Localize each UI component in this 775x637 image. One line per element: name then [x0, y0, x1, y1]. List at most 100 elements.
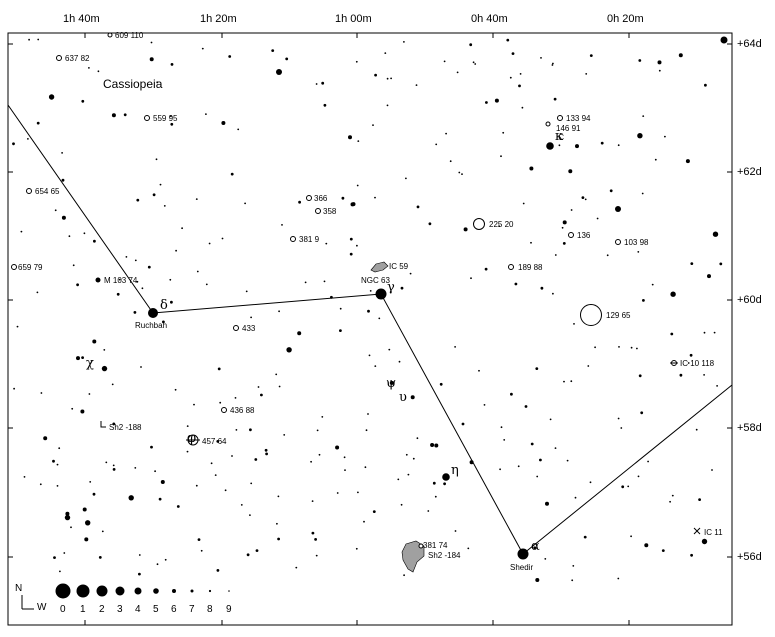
field-star	[443, 60, 446, 63]
star-name-shedir: Shedir	[510, 563, 534, 572]
field-star	[228, 55, 232, 58]
field-star	[390, 77, 392, 80]
field-star	[39, 483, 42, 486]
field-star	[642, 115, 645, 117]
field-star	[439, 382, 443, 386]
star-bright-3	[276, 69, 282, 75]
field-star	[670, 332, 674, 336]
field-star	[23, 476, 26, 478]
field-star	[368, 354, 371, 357]
field-star	[70, 526, 72, 529]
field-star	[152, 193, 156, 197]
field-star	[271, 49, 275, 52]
field-star	[195, 484, 198, 487]
field-star	[37, 38, 40, 41]
field-star	[630, 535, 632, 538]
field-star	[357, 140, 360, 143]
field-star	[670, 291, 676, 297]
field-star	[231, 455, 233, 457]
field-star	[606, 254, 609, 257]
field-star	[589, 481, 592, 484]
field-star	[28, 38, 30, 41]
field-star	[469, 43, 473, 47]
field-star	[409, 272, 412, 275]
field-star	[386, 77, 389, 80]
compass-n: N	[15, 583, 23, 594]
field-star	[517, 465, 520, 468]
field-star	[642, 299, 645, 302]
field-star	[506, 38, 510, 42]
field-star	[260, 393, 263, 397]
field-star	[63, 552, 66, 554]
greek-kappa: κ	[555, 129, 564, 144]
field-star	[581, 196, 585, 200]
bright-stars	[148, 36, 728, 560]
dso-label: 436 88	[230, 406, 255, 415]
greek-gamma: γ	[387, 280, 395, 295]
field-star	[707, 274, 711, 279]
m103-marker	[95, 277, 101, 283]
field-star	[103, 349, 106, 351]
field-star	[76, 356, 80, 361]
dso-label: 609 110	[115, 31, 144, 40]
field-star	[552, 62, 554, 65]
field-star	[323, 280, 326, 283]
field-star	[551, 64, 554, 66]
field-star	[61, 178, 65, 182]
field-star	[36, 121, 40, 125]
field-stars	[12, 38, 723, 582]
field-star	[654, 158, 657, 161]
dso-label: 433	[242, 324, 256, 333]
field-star	[427, 510, 430, 512]
field-star	[712, 231, 719, 237]
field-star	[533, 546, 537, 550]
field-star	[463, 227, 468, 232]
field-star	[59, 570, 61, 573]
field-star	[249, 428, 252, 432]
field-star	[349, 252, 353, 256]
dso-label: 381 9	[299, 235, 320, 244]
field-star	[535, 578, 540, 582]
field-star	[617, 577, 620, 580]
field-star	[369, 290, 372, 292]
field-star	[644, 543, 649, 548]
field-star	[205, 283, 208, 286]
field-star	[297, 331, 302, 336]
field-star	[552, 292, 554, 295]
field-star	[549, 418, 552, 421]
dso-label: 225 20	[489, 220, 514, 229]
field-star	[461, 173, 463, 176]
field-star	[553, 97, 557, 101]
field-star	[101, 530, 104, 533]
field-star	[112, 468, 116, 471]
field-star	[570, 209, 573, 211]
field-star	[445, 132, 447, 135]
field-star	[298, 200, 301, 204]
field-star	[85, 520, 91, 526]
field-star	[210, 462, 213, 465]
dec-label: +62d	[737, 166, 762, 178]
field-star	[583, 535, 587, 539]
field-star	[56, 463, 59, 466]
field-star	[535, 367, 539, 370]
field-star	[585, 73, 588, 75]
field-star	[112, 422, 116, 426]
field-star	[316, 429, 319, 432]
field-star	[13, 387, 16, 390]
dec-label: +64d	[737, 38, 762, 50]
field-star	[219, 401, 222, 404]
field-star	[61, 215, 66, 220]
field-star	[158, 497, 162, 501]
field-star	[363, 520, 365, 523]
field-star	[245, 290, 248, 293]
dso-label: NGC 63	[361, 276, 390, 285]
field-star	[474, 63, 477, 65]
mag-label: 7	[189, 604, 195, 615]
field-star	[470, 277, 472, 280]
field-star	[398, 360, 401, 363]
dso-label: IC 11	[704, 528, 723, 537]
ra-label: 1h 00m	[335, 13, 372, 25]
field-star	[54, 209, 57, 212]
field-star	[136, 198, 140, 202]
